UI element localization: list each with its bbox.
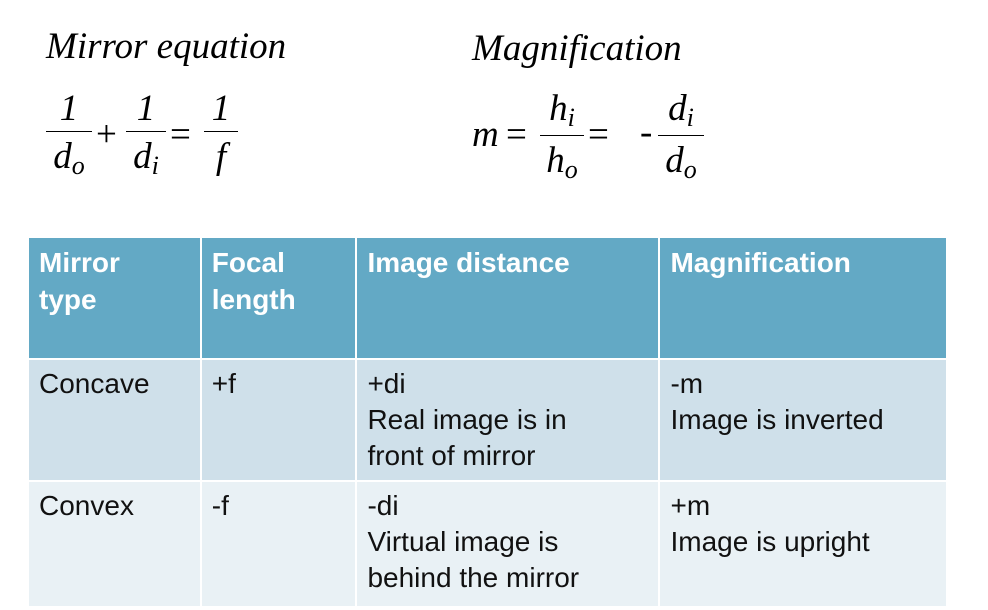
mirror-equation-title: Mirror equation bbox=[46, 26, 287, 67]
denominator: f bbox=[215, 136, 227, 177]
numerator: 1 bbox=[59, 88, 79, 129]
mirror-properties-table: Mirror type Focal length Image distance … bbox=[27, 236, 948, 608]
fraction-bar bbox=[658, 135, 704, 136]
numerator: hi bbox=[549, 88, 575, 132]
table-row: Convex -f -di Virtual image is behind th… bbox=[27, 480, 948, 608]
header-image-distance: Image distance bbox=[355, 236, 661, 360]
fraction-one-over-di: 1 di bbox=[126, 90, 166, 179]
equals-sign: = bbox=[170, 114, 191, 155]
fraction-bar bbox=[126, 131, 166, 132]
fraction-hi-over-ho: hi ho bbox=[540, 90, 584, 183]
cell-image-distance: +di Real image is in front of mirror bbox=[355, 358, 661, 482]
numerator: 1 bbox=[211, 88, 231, 129]
magnification-title: Magnification bbox=[472, 28, 682, 69]
cell-image-distance: -di Virtual image is behind the mirror bbox=[355, 480, 661, 608]
cell-magnification: +m Image is upright bbox=[658, 480, 948, 608]
numerator: di bbox=[668, 88, 694, 132]
fraction-one-over-do: 1 do bbox=[46, 90, 92, 179]
minus-sign: - bbox=[640, 112, 653, 153]
cell-mirror-type: Convex bbox=[27, 480, 202, 608]
equals-sign: = bbox=[588, 114, 609, 155]
header-focal-length: Focal length bbox=[199, 236, 358, 360]
fraction-di-over-do: di do bbox=[658, 90, 704, 183]
fraction-bar bbox=[540, 135, 584, 136]
cell-mirror-type: Concave bbox=[27, 358, 202, 482]
fraction-bar bbox=[204, 131, 238, 132]
cell-magnification: -m Image is inverted bbox=[658, 358, 948, 482]
header-mirror-type: Mirror type bbox=[27, 236, 202, 360]
header-magnification: Magnification bbox=[658, 236, 948, 360]
denominator: di bbox=[133, 136, 159, 180]
fraction-bar bbox=[46, 131, 92, 132]
m-variable: m bbox=[472, 114, 499, 155]
denominator: ho bbox=[546, 140, 578, 184]
cell-focal-length: +f bbox=[199, 358, 358, 482]
table-header-row: Mirror type Focal length Image distance … bbox=[27, 236, 948, 360]
denominator: do bbox=[665, 140, 697, 184]
table-row: Concave +f +di Real image is in front of… bbox=[27, 358, 948, 482]
plus-sign: + bbox=[96, 114, 117, 155]
denominator: do bbox=[53, 136, 85, 180]
fraction-one-over-f: 1 f bbox=[204, 90, 238, 175]
equals-sign: = bbox=[506, 114, 527, 155]
cell-focal-length: -f bbox=[199, 480, 358, 608]
numerator: 1 bbox=[136, 88, 156, 129]
